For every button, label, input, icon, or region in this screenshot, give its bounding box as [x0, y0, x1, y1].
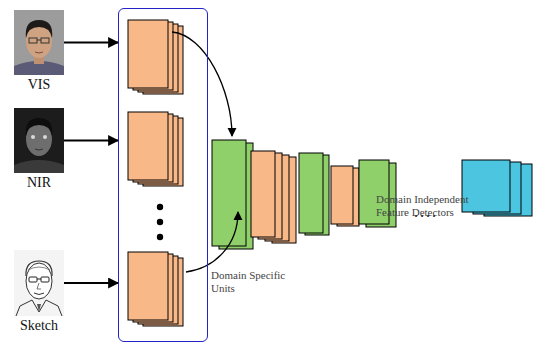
green-layer: [299, 153, 329, 235]
input-photo-node: VIS: [14, 10, 64, 94]
orange-conv-stack: [128, 20, 183, 94]
curved-arrow: [186, 212, 238, 272]
nir-face-photo: [14, 108, 64, 173]
input-photo-node: NIR: [14, 108, 64, 192]
modality-label: NIR: [2, 175, 76, 192]
input-arrow: [64, 41, 118, 43]
continuation-dots: ....: [414, 202, 458, 221]
photo-area: [14, 250, 64, 316]
orange-conv-stack: [128, 252, 183, 326]
input-photo-node: Sketch: [14, 250, 64, 335]
sketch-face-photo: [14, 250, 64, 316]
vis-face-photo: [14, 10, 64, 75]
modality-label: VIS: [2, 77, 76, 94]
ellipsis-dots: [157, 204, 163, 240]
orange-conv-stack: [128, 112, 183, 186]
green-layer: [212, 140, 253, 249]
cyan-fc-layer: [462, 160, 532, 216]
photo-area: [14, 10, 64, 75]
modality-label: Sketch: [2, 318, 76, 335]
module-group-box: Domain Specific Units: [118, 8, 208, 342]
photo-area: [14, 108, 64, 173]
orange-conv-stack: [331, 166, 359, 226]
group-heading: Domain Specific Units: [211, 269, 303, 295]
orange-conv-stack: [251, 151, 296, 243]
input-arrow: [64, 139, 118, 141]
input-arrow: [64, 282, 118, 284]
curved-arrow: [172, 32, 232, 136]
